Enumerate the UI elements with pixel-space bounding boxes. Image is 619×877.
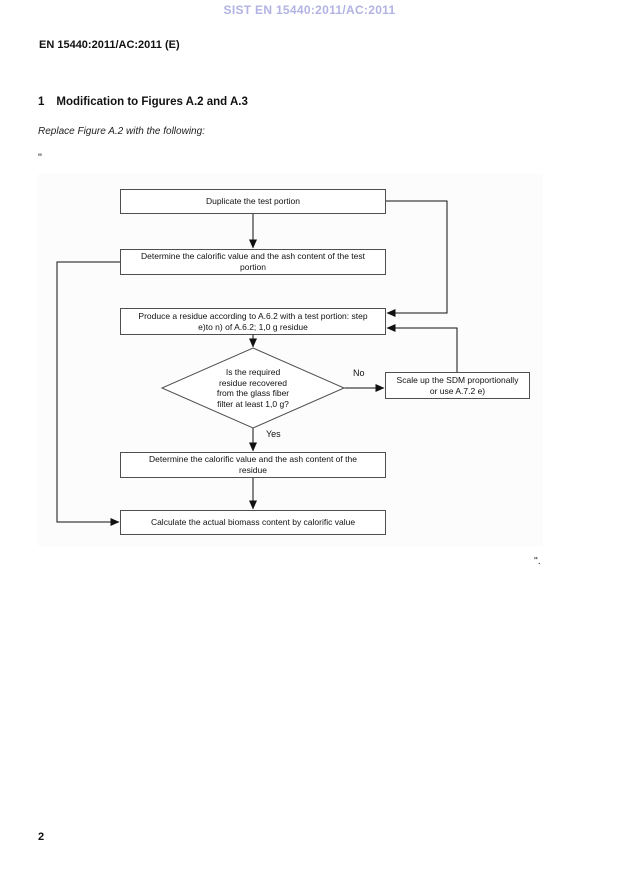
- section-number: 1: [38, 96, 45, 108]
- decision-diamond-shape: [160, 347, 346, 429]
- closing-quote-mark: ".: [534, 555, 541, 567]
- watermark-header: SIST EN 15440:2011/AC:2011: [223, 3, 396, 17]
- section-heading: 1 Modification to Figures A.2 and A.3: [38, 96, 248, 108]
- flowchart-connectors: [56, 200, 458, 526]
- figure-a2-flowchart: Duplicate the test portion Determine the…: [38, 174, 543, 546]
- loop-determine-to-calculate: [56, 261, 120, 526]
- flowchart-node-decision: Is the required residue recovered from t…: [216, 367, 290, 409]
- flowchart-node-calculate: Calculate the actual biomass content by …: [120, 510, 386, 535]
- document-reference: EN 15440:2011/AC:2011 (E): [39, 39, 180, 51]
- flowchart-node-duplicate: Duplicate the test portion: [120, 189, 386, 214]
- flowchart-node-produce-residue: Produce a residue according to A.6.2 wit…: [120, 308, 386, 335]
- loop-duplicate-to-produce: [386, 200, 448, 317]
- loop-scaleup-to-produce: [386, 324, 458, 372]
- flowchart-node-determine-test: Determine the calorific value and the as…: [120, 249, 386, 275]
- section-title: Modification to Figures A.2 and A.3: [56, 96, 248, 108]
- page-number: 2: [38, 831, 45, 843]
- edge-label-yes: Yes: [266, 429, 281, 439]
- flowchart-node-determine-residue: Determine the calorific value and the as…: [120, 452, 386, 478]
- replace-instruction: Replace Figure A.2 with the following:: [38, 126, 205, 137]
- opening-quote-mark: ": [38, 152, 42, 164]
- edge-label-no: No: [353, 368, 365, 378]
- flowchart-node-scale-up: Scale up the SDM proportionally or use A…: [385, 372, 530, 399]
